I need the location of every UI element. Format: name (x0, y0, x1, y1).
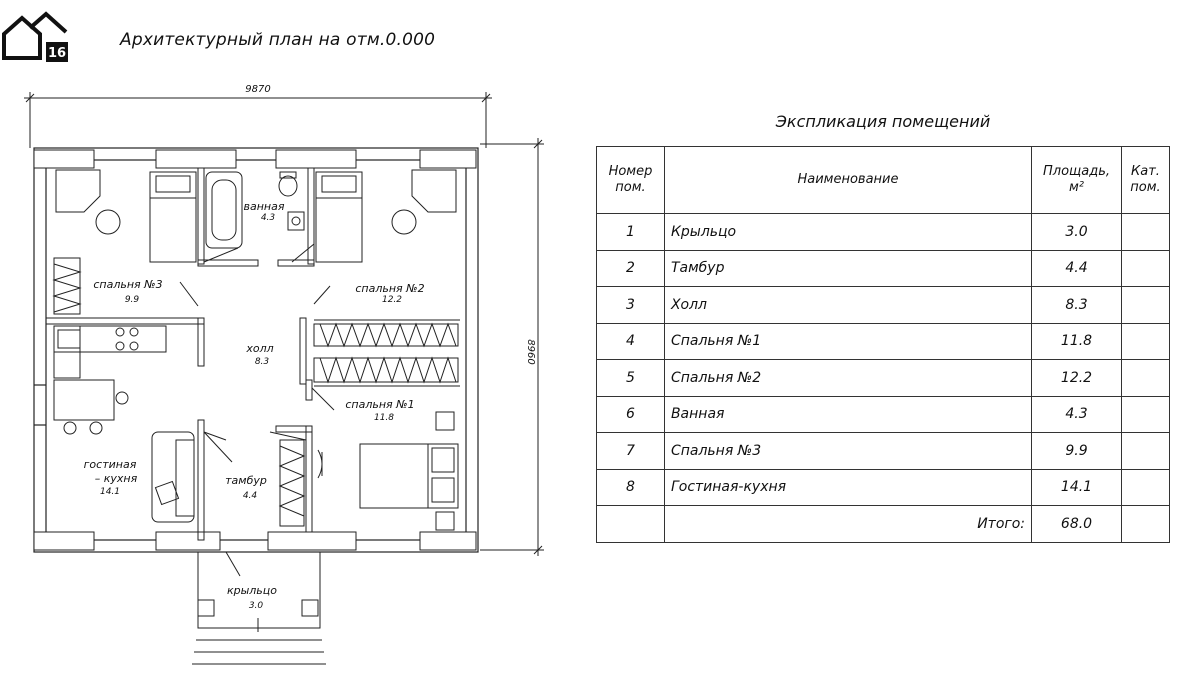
table-row: 1 Крыльцо 3.0 (596, 213, 1171, 251)
row-name: Спальня №1 (663, 322, 1033, 360)
logo-badge-text: 16 (48, 46, 66, 61)
room-area-bedroom1: 11.8 (374, 413, 394, 423)
header-cat: Кат. пом. (1120, 146, 1171, 214)
row-num: 5 (596, 359, 665, 397)
table-row: 8 Гостиная-кухня 14.1 (596, 468, 1171, 506)
room-area-living-kitchen: 14.1 (100, 487, 120, 497)
plan-height-dimension: 8960 (525, 339, 536, 364)
row-name: Спальня №2 (663, 359, 1033, 397)
table-row: 4 Спальня №1 11.8 (596, 322, 1171, 360)
table-row: 5 Спальня №2 12.2 (596, 359, 1171, 397)
room-schedule-table: Номер пом. Наименование Площадь, м² Кат.… (596, 146, 1171, 543)
row-cat (1120, 395, 1171, 433)
header-num: Номер пом. (596, 146, 665, 214)
row-area: 8.3 (1031, 286, 1122, 324)
header-area-line2: м² (1068, 180, 1085, 195)
room-area-vestibule: 4.4 (243, 491, 258, 501)
dimension-lines (24, 92, 544, 556)
table-row: 2 Тамбур 4.4 (596, 249, 1171, 287)
company-logo: 16 (2, 11, 68, 62)
row-num: 3 (596, 286, 665, 324)
row-area: 14.1 (1031, 468, 1122, 506)
row-name: Крыльцо (663, 213, 1033, 251)
header-num-line1: Номер (608, 164, 653, 179)
row-name: Холл (663, 286, 1033, 324)
sofa (151, 431, 195, 523)
room-area-porch: 3.0 (249, 601, 264, 611)
table-row: 3 Холл 8.3 (596, 286, 1171, 324)
row-name: Тамбур (663, 249, 1033, 287)
room-area-bedroom3: 9.9 (125, 295, 140, 305)
porch (192, 551, 326, 665)
desks (55, 169, 457, 235)
table-header-row: Номер пом. Наименование Площадь, м² Кат.… (596, 146, 1171, 214)
table-total-row: Итого: 68.0 (596, 505, 1171, 543)
row-num: 4 (596, 322, 665, 360)
row-cat (1120, 468, 1171, 506)
room-name-bedroom2: спальня №2 (355, 282, 424, 295)
total-empty (596, 505, 665, 543)
logo-badge (46, 42, 68, 62)
table-row: 6 Ванная 4.3 (596, 395, 1171, 433)
total-value: 68.0 (1031, 505, 1122, 543)
room-area-bedroom2: 12.2 (382, 295, 402, 305)
row-area: 11.8 (1031, 322, 1122, 360)
room-labels: ванная 4.3 спальня №3 9.9 спальня №2 12.… (84, 200, 425, 611)
room-name-living-kitchen-2: – кухня (95, 472, 138, 485)
room-area-hall: 8.3 (255, 357, 270, 367)
row-cat (1120, 213, 1171, 251)
total-cat (1120, 505, 1171, 543)
header-name: Наименование (663, 146, 1033, 214)
table-row: 7 Спальня №3 9.9 (596, 432, 1171, 470)
schedule-title: Экспликация помещений (775, 112, 991, 131)
room-name-vestibule: тамбур (225, 474, 267, 487)
kitchen-furniture (53, 325, 167, 435)
total-label: Итого: (663, 505, 1033, 543)
room-area-bathroom: 4.3 (261, 213, 276, 223)
row-num: 8 (596, 468, 665, 506)
row-cat (1120, 322, 1171, 360)
row-area: 3.0 (1031, 213, 1122, 251)
house-icon (2, 11, 68, 60)
row-cat (1120, 359, 1171, 397)
room-name-bedroom1: спальня №1 (345, 398, 414, 411)
floor-plan: 9870 8960 ванная 4.3 спальня №3 9.9 спал… (24, 84, 544, 665)
room-name-porch: крыльцо (227, 584, 277, 597)
row-num: 2 (596, 249, 665, 287)
row-num: 6 (596, 395, 665, 433)
row-cat (1120, 286, 1171, 324)
room-name-bathroom: ванная (244, 200, 285, 213)
row-area: 9.9 (1031, 432, 1122, 470)
partitions (45, 167, 460, 541)
row-area: 4.3 (1031, 395, 1122, 433)
row-cat (1120, 249, 1171, 287)
header-area-line1: Площадь, (1042, 164, 1111, 179)
row-name: Ванная (663, 395, 1033, 433)
door-swings (179, 243, 335, 577)
drawing-title: Архитектурный план на отм.0.000 (120, 30, 436, 50)
beds (149, 171, 459, 531)
room-name-bedroom3: спальня №3 (93, 278, 162, 291)
row-cat (1120, 432, 1171, 470)
room-name-hall: холл (245, 342, 273, 355)
wardrobe (52, 257, 459, 527)
bathroom-fixtures (205, 171, 305, 249)
row-name: Спальня №3 (663, 432, 1033, 470)
row-name: Гостиная-кухня (663, 468, 1033, 506)
header-area: Площадь, м² (1031, 146, 1122, 214)
row-area: 4.4 (1031, 249, 1122, 287)
row-num: 7 (596, 432, 665, 470)
header-num-line2: пом. (615, 180, 646, 195)
row-num: 1 (596, 213, 665, 251)
room-name-living-kitchen: гостиная (84, 458, 137, 471)
header-cat-line1: Кат. (1131, 164, 1160, 179)
row-area: 12.2 (1031, 359, 1122, 397)
plan-width-dimension: 9870 (245, 84, 270, 95)
header-cat-line2: пом. (1130, 180, 1161, 195)
